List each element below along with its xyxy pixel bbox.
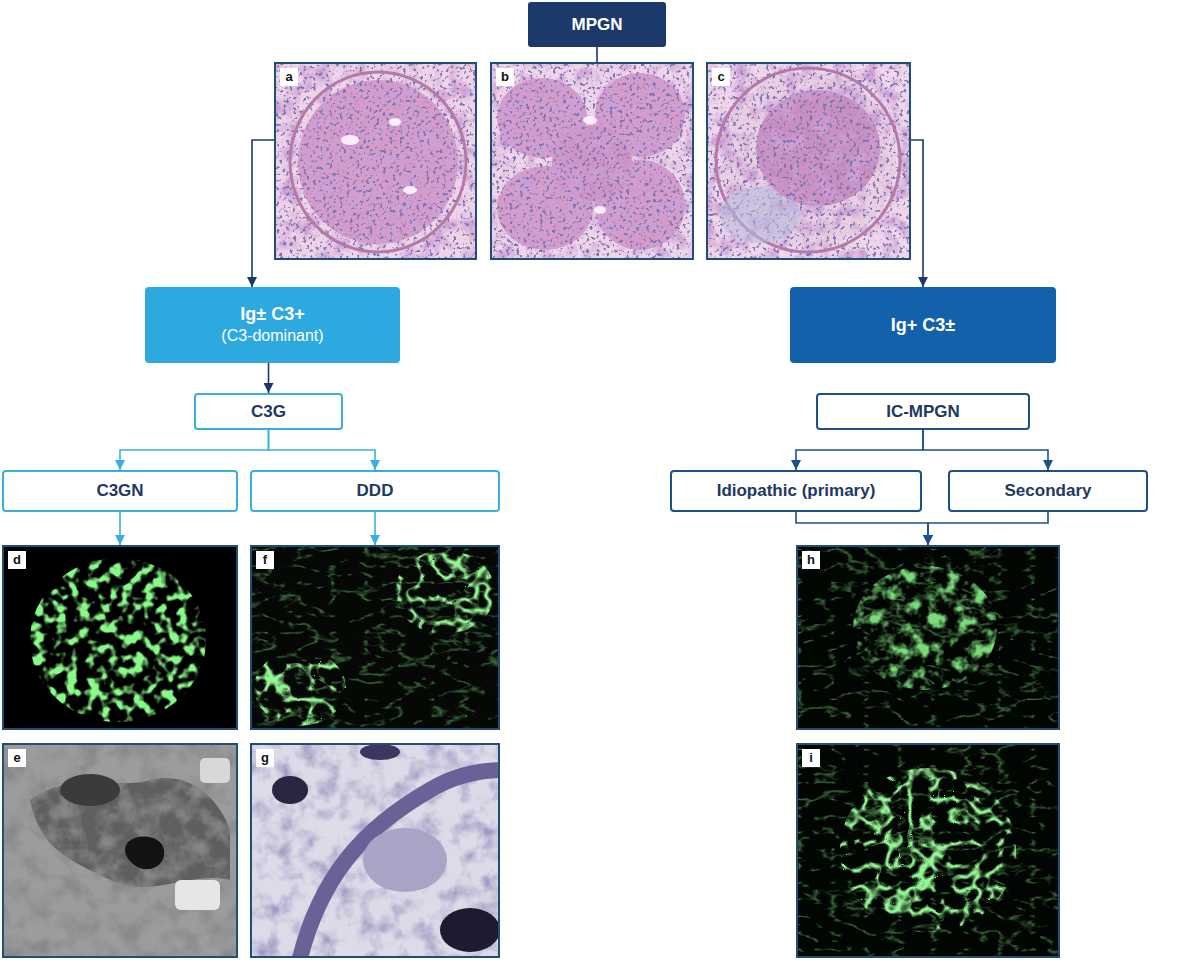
ribbon-deposits [254, 650, 346, 726]
tissue-ground [274, 62, 477, 260]
capillary-lumen [594, 206, 606, 214]
connector [911, 140, 923, 287]
connector [374, 512, 376, 545]
glomerular-lobule [552, 125, 632, 201]
pas-micrograph [490, 62, 694, 260]
node-label: Ig± C3+ [240, 303, 304, 325]
micrograph-panel: i [796, 743, 1060, 958]
bowman-capsule [716, 68, 900, 252]
connector [252, 140, 274, 287]
node-label: Idiopathic (primary) [717, 481, 876, 501]
micrograph-panel: g [250, 743, 500, 958]
immune-deposits [840, 768, 1016, 932]
class-box: IC-MPGN [816, 393, 1030, 430]
panel-letter: f [256, 551, 274, 569]
class-box: C3G [194, 393, 343, 430]
connector [928, 512, 1048, 545]
electron-micrograph [250, 743, 500, 958]
micrograph-panel: d [2, 545, 238, 730]
connector [796, 430, 923, 470]
capillary-lumen [175, 880, 220, 910]
node-label: IC-MPGN [886, 402, 960, 422]
root-box: MPGN [528, 2, 666, 47]
pas-micrograph [274, 62, 477, 260]
micrograph-panel: e [2, 743, 238, 958]
immunofluorescence-micrograph [2, 545, 238, 730]
capillary-lumen [583, 116, 597, 124]
subtype-box: Secondary [948, 470, 1148, 512]
nucleus [60, 774, 120, 806]
immunofluorescence-micrograph [250, 545, 500, 730]
tubule-background [250, 545, 500, 730]
immunofluorescence-micrograph [796, 545, 1060, 730]
panel-letter: a [280, 68, 298, 86]
category-box: Ig± C3+(C3-dominant) [145, 287, 400, 363]
dense-deposit [272, 776, 308, 804]
glomerulus [298, 80, 458, 244]
node-label: C3GN [96, 481, 143, 501]
ribbon-deposits [395, 550, 495, 634]
node-label: Secondary [1005, 481, 1092, 501]
dense-membrane [300, 770, 500, 958]
granular-deposits [30, 558, 206, 722]
pas-micrograph [706, 62, 911, 260]
subtype-box: C3GN [2, 470, 238, 512]
immunofluorescence-micrograph [796, 743, 1060, 958]
capillary-lumen [389, 118, 401, 126]
cell-body [30, 778, 230, 887]
bowman-capsule [290, 72, 466, 252]
electron-micrograph [2, 743, 238, 958]
connector [596, 47, 598, 62]
node-label: DDD [357, 481, 394, 501]
node-label: MPGN [572, 15, 623, 35]
em-ground [2, 743, 238, 958]
panel-letter: g [256, 749, 274, 767]
capillary-lumen [200, 758, 230, 783]
tissue-background [796, 545, 1060, 730]
connector [119, 512, 121, 545]
connector [796, 512, 928, 545]
connector [923, 430, 1048, 470]
category-box: Ig+ C3± [790, 287, 1056, 363]
tissue-background [796, 743, 1060, 958]
node-label: C3G [251, 402, 286, 422]
dark-ground [796, 743, 1060, 958]
micrograph-panel: a [274, 62, 477, 260]
tissue-ground [490, 62, 694, 260]
subtype-box: DDD [250, 470, 500, 512]
capillary-lumen [341, 135, 359, 145]
panel-letter: i [802, 749, 820, 767]
glomerular-tuft [756, 90, 880, 206]
node-label: Ig+ C3± [891, 314, 955, 336]
connector [268, 363, 270, 393]
dark-ground [2, 545, 238, 730]
panel-letter: d [8, 551, 26, 569]
panel-letter: e [8, 749, 26, 767]
connector [120, 430, 269, 470]
micrograph-panel: h [796, 545, 1060, 730]
micrograph-panel: c [706, 62, 911, 260]
dense-deposit [360, 744, 400, 760]
micrograph-panel: b [490, 62, 694, 260]
dense-deposit [125, 836, 164, 869]
dense-deposit [440, 908, 500, 952]
immune-deposits [853, 566, 997, 690]
tissue-ground [706, 62, 911, 260]
micrograph-panel: f [250, 545, 500, 730]
cell-profile [363, 828, 447, 892]
node-label: (C3-dominant) [221, 325, 323, 347]
cellular-crescent [720, 72, 896, 248]
panel-letter: c [712, 68, 730, 86]
dark-ground [796, 545, 1060, 730]
connector [269, 430, 376, 470]
panel-letter: h [802, 551, 820, 569]
dark-ground [250, 545, 500, 730]
panel-letter: b [496, 68, 514, 86]
subtype-box: Idiopathic (primary) [670, 470, 922, 512]
capillary-lumen [403, 186, 417, 194]
